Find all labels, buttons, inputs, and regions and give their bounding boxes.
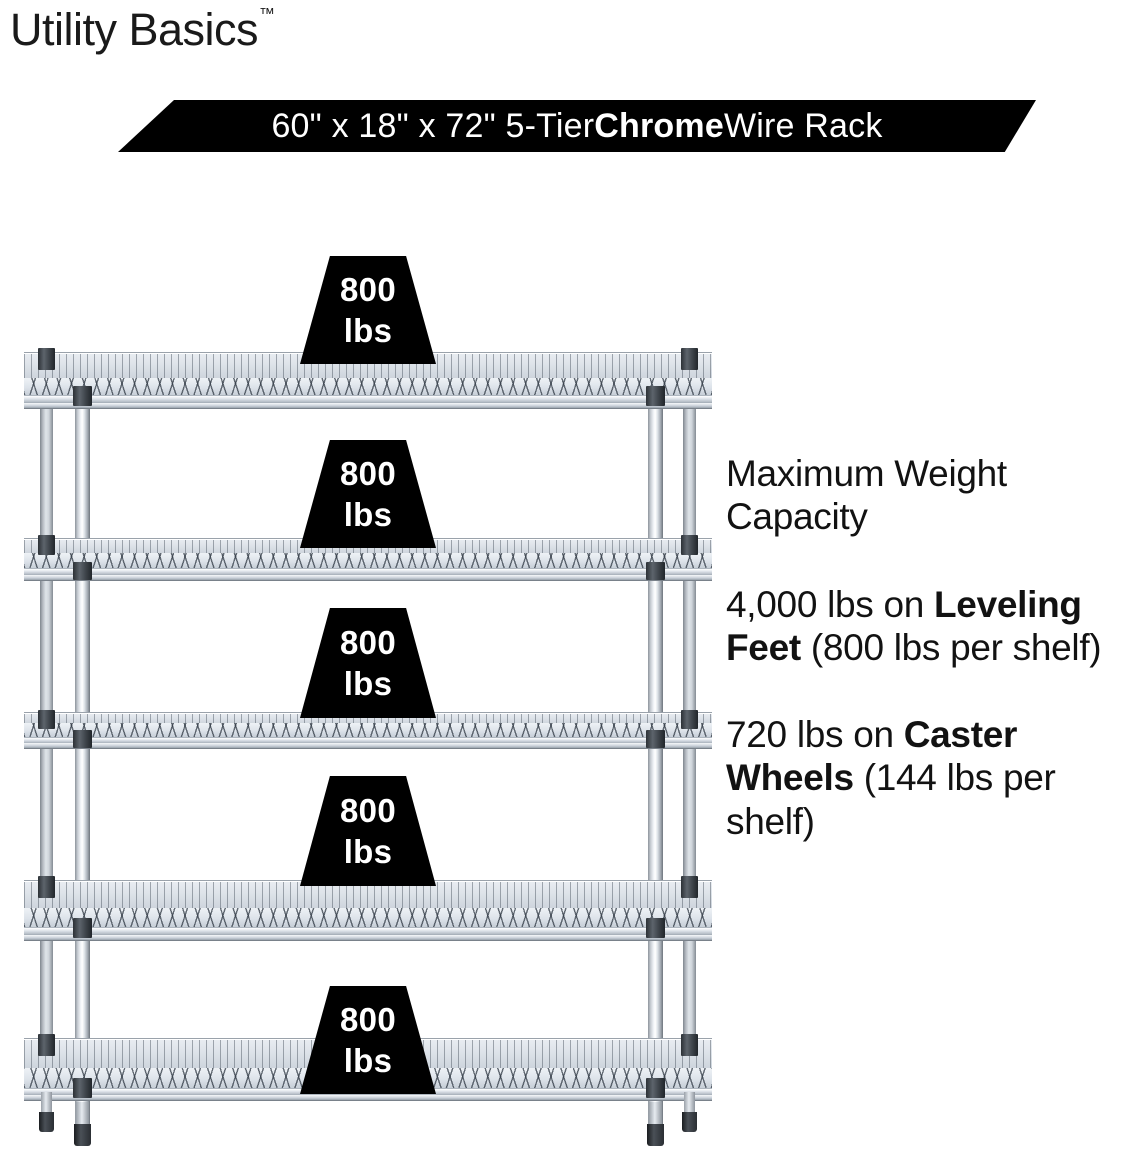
weight-callout-3-unit: lbs [343,664,393,702]
shelf-tier-3 [24,712,712,749]
shelf-3-front-right-collar [646,730,665,748]
shelf-1-front-left-collar [73,386,92,406]
weight-callout-2-unit: lbs [343,495,393,533]
leveling-feet-capacity: 4,000 lbs on Leveling Feet (800 lbs per … [726,583,1118,670]
shelf-5-front-left-collar [73,1078,92,1098]
shelf-5-right-collar [681,1034,698,1056]
shelf-2-lip [24,575,712,581]
shelf-5-left-collar [38,1034,55,1056]
weight-callout-2-value: 800 [340,454,396,492]
front-right-foot-stem [649,1102,662,1126]
weight-callout-4-value: 800 [340,791,396,829]
front-left-post [75,372,90,1127]
shelf-1-right-collar [681,348,698,370]
banner-text-bold: Chrome [594,106,724,145]
trademark-symbol: ™ [259,6,276,23]
shelf-2-front-right-collar [646,562,665,580]
shelf-1-front-right-collar [646,386,665,406]
banner-text: 60" x 18" x 72" 5-Tier Chrome Wire Rack [118,100,1036,152]
shelf-4-right-collar [681,876,698,898]
front-left-foot-stem [76,1102,89,1126]
weight-callout-1-value: 800 [340,270,396,308]
banner-text-prefix: 60" x 18" x 72" 5-Tier [271,106,595,145]
weight-callout-1-unit: lbs [343,311,393,349]
weight-callout-4-unit: lbs [343,832,393,870]
shelf-2-front-left-collar [73,562,92,580]
leveling-suffix: (800 lbs per shelf) [800,626,1102,668]
shelf-2-left-collar [38,535,55,555]
rear-right-leveling-foot [682,1112,697,1132]
shelf-1-lip [24,403,712,409]
brand-logo: Utility Basics™ [10,4,276,56]
capacity-copy-block: Maximum Weight Capacity 4,000 lbs on Lev… [726,452,1118,843]
shelf-4-front-right-collar [646,918,665,938]
shelf-tier-4 [24,880,712,941]
weight-callout-5-value: 800 [340,1000,396,1038]
front-right-leveling-foot [647,1124,664,1146]
shelf-5-front-right-collar [646,1078,665,1098]
shelf-2-right-collar [681,535,698,555]
shelf-4-truss [24,908,712,927]
caster-bold: Caster Wheels [726,714,1018,799]
rear-left-foot-stem [41,1092,52,1114]
product-illustration-wire-rack [18,330,718,1146]
title-banner: 60" x 18" x 72" 5-Tier Chrome Wire Rack [118,100,1036,152]
shelf-2-truss [24,553,712,568]
caster-prefix: 720 lbs on [726,714,904,756]
caster-wheels-capacity: 720 lbs on Caster Wheels (144 lbs per sh… [726,713,1118,843]
shelf-4-left-collar [38,876,55,898]
caster-suffix: (144 lbs per shelf) [726,757,1056,842]
front-left-leveling-foot [74,1124,91,1146]
weight-callout-3-value: 800 [340,623,396,661]
shelf-3-right-collar [681,710,698,729]
rear-right-foot-stem [684,1092,695,1114]
banner-text-suffix: Wire Rack [723,106,883,145]
shelf-tier-2 [24,538,712,581]
shelf-4-lip [24,935,712,941]
weight-callout-tier-1: 800 lbs [300,256,436,364]
shelf-1-truss [24,378,712,395]
shelf-3-truss [24,723,712,737]
leveling-bold: Leveling Feet [726,583,1082,668]
shelf-3-left-collar [38,710,55,729]
weight-callout-5-unit: lbs [343,1041,393,1079]
shelf-3-front-left-collar [73,730,92,748]
front-right-post [648,372,663,1127]
banner-background [118,100,1036,152]
brand-name: Utility Basics [10,4,259,55]
capacity-heading: Maximum Weight Capacity [726,453,1007,538]
shelf-4-front-left-collar [73,918,92,938]
rear-left-leveling-foot [39,1112,54,1132]
shelf-1-left-collar [38,348,55,370]
shelf-3-lip [24,743,712,749]
shelf-5-lip [24,1095,712,1101]
leveling-prefix: 4,000 lbs on [726,583,934,625]
